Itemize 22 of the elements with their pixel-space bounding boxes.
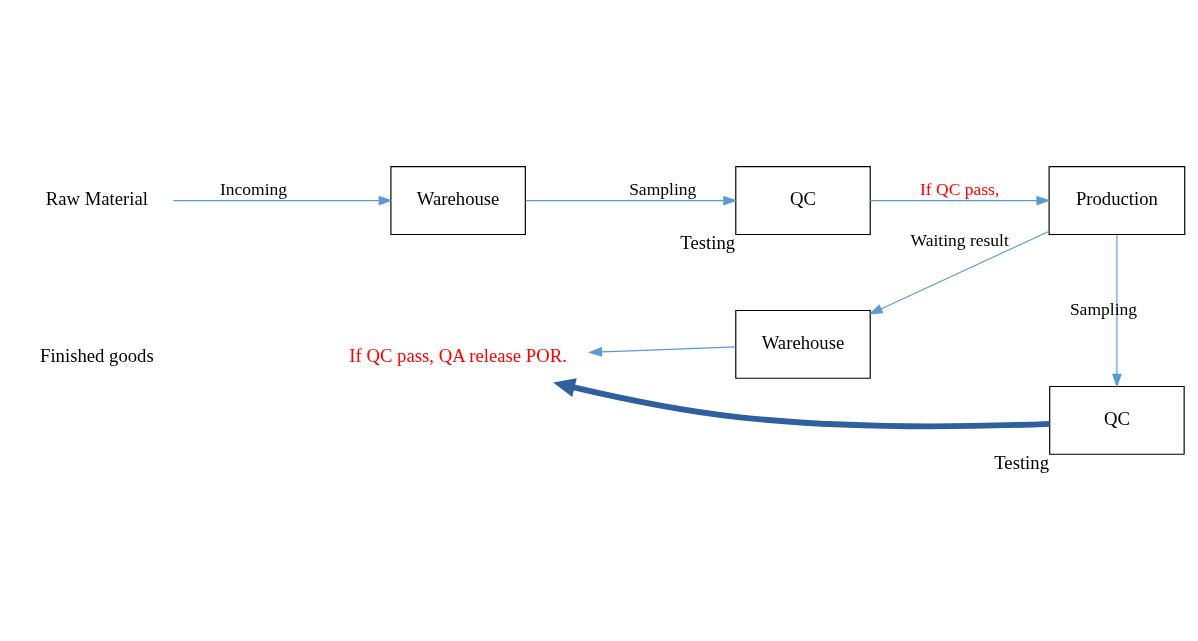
arrow bbox=[868, 230, 1050, 315]
edge-label: Incoming bbox=[219, 178, 288, 199]
arrow bbox=[553, 377, 1050, 429]
edge-label: Sampling bbox=[629, 178, 697, 199]
node-box: Warehouse bbox=[735, 309, 871, 379]
node-label: Testing bbox=[680, 231, 736, 253]
label: Finished goods bbox=[40, 344, 154, 366]
node-box: QC bbox=[735, 165, 871, 235]
arrow bbox=[588, 345, 737, 357]
arrow bbox=[525, 195, 738, 205]
node-box: Warehouse bbox=[390, 165, 526, 235]
edge-label: Sampling bbox=[1069, 298, 1138, 319]
node-box: QC bbox=[1049, 385, 1185, 455]
node-text: If QC pass, QA release POR. bbox=[349, 344, 567, 366]
arrow bbox=[869, 195, 1051, 205]
arrow bbox=[172, 195, 393, 205]
node-text: Raw Material bbox=[45, 187, 148, 209]
edge-label: Waiting result bbox=[910, 229, 1009, 250]
edge-label: If QC pass, bbox=[920, 178, 1000, 199]
node-label: Testing bbox=[994, 451, 1050, 473]
arrow bbox=[1112, 233, 1122, 388]
node-box: Production bbox=[1048, 165, 1186, 235]
